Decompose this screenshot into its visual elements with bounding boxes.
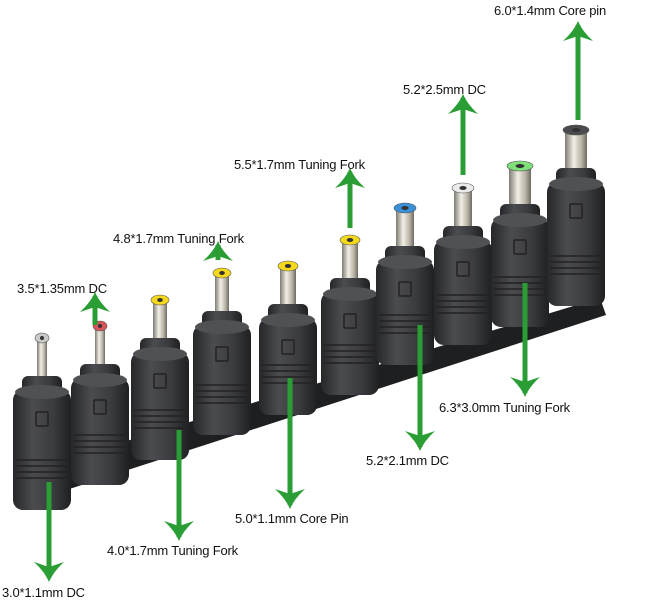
arrow-4-up-icon <box>203 241 233 261</box>
adapter-tip-7 <box>376 202 434 365</box>
adapter-tip-9 <box>491 160 549 327</box>
label-tip-10: 6.0*1.4mm Core pin <box>494 3 607 18</box>
adapter-tip-5 <box>259 260 317 415</box>
arrow-9-down-icon <box>510 283 540 397</box>
arrows <box>34 21 593 582</box>
adapter-tip-3 <box>131 294 189 460</box>
adapter-tip-6 <box>321 234 379 395</box>
adapter-tip-1 <box>13 332 71 510</box>
label-tip-7: 5.2*2.1mm DC <box>366 453 449 468</box>
adapter-tip-2 <box>71 320 129 485</box>
label-tip-1: 3.0*1.1mm DC <box>2 585 85 600</box>
arrow-2-up-icon <box>80 292 110 325</box>
arrow-1-down-icon <box>34 482 64 582</box>
label-tip-3: 4.0*1.7mm Tuning Fork <box>107 543 238 558</box>
label-tip-8: 5.2*2.5mm DC <box>403 82 486 97</box>
arrow-10-up-icon <box>563 21 593 120</box>
adapter-tips <box>13 124 605 510</box>
arrow-6-up-icon <box>335 168 365 228</box>
label-tip-9: 6.3*3.0mm Tuning Fork <box>439 400 570 415</box>
label-tip-4: 4.8*1.7mm Tuning Fork <box>113 231 244 246</box>
label-tip-5: 5.0*1.1mm Core Pin <box>235 511 349 526</box>
arrow-3-down-icon <box>164 430 194 541</box>
adapter-tip-8 <box>434 182 492 345</box>
adapter-tip-10 <box>547 124 605 306</box>
label-tip-6: 5.5*1.7mm Tuning Fork <box>234 157 365 172</box>
adapter-tip-4 <box>193 267 251 435</box>
arrow-7-down-icon <box>405 325 435 451</box>
label-tip-2: 3.5*1.35mm DC <box>17 281 107 296</box>
arrow-5-down-icon <box>275 378 305 509</box>
arrow-8-up-icon <box>448 94 478 175</box>
